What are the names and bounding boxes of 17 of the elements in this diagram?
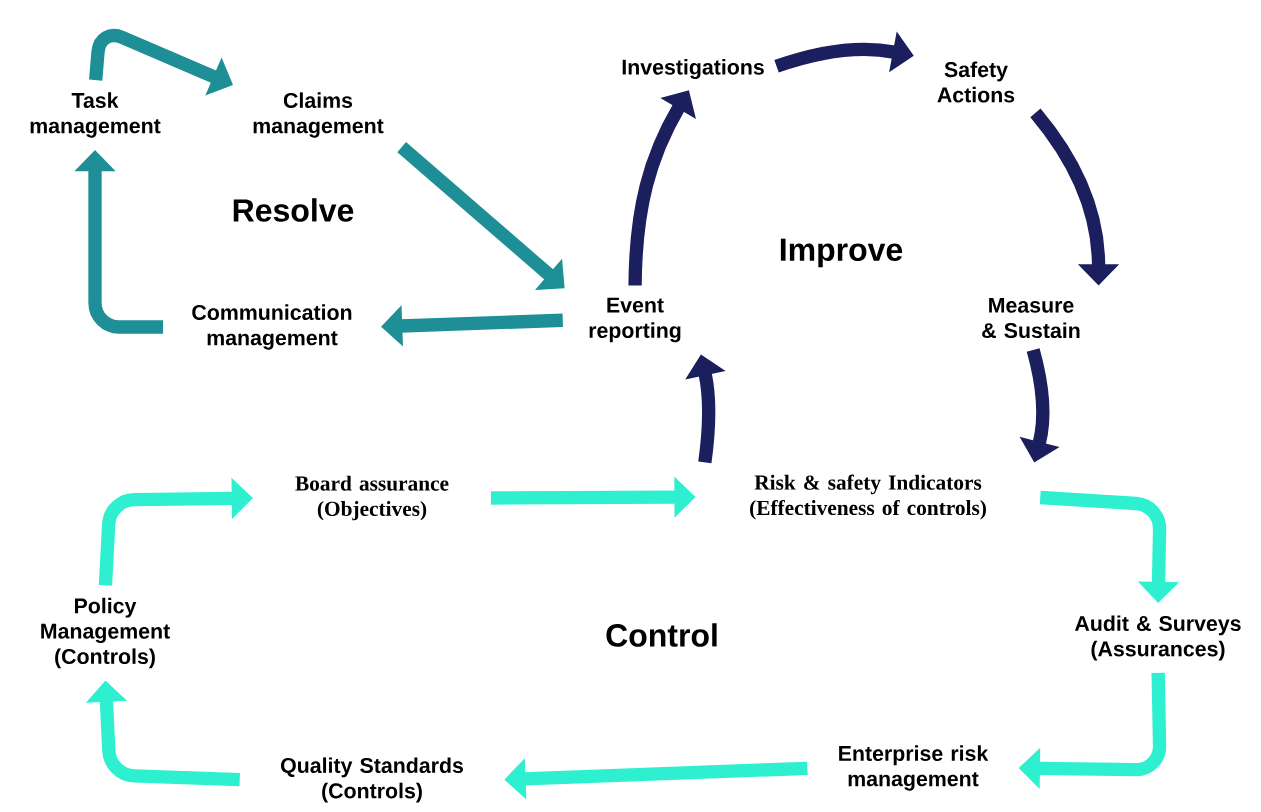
node-text: Safety Actions	[937, 61, 1015, 103]
node-text: Board assurance (Objectives)	[295, 475, 449, 521]
node-text: Policy Management (Controls)	[41, 597, 170, 669]
node-text: Task management	[30, 92, 161, 138]
node-text: Investigations	[622, 59, 764, 79]
section-label: Improve	[780, 238, 903, 268]
node-text: Claims management	[253, 92, 384, 138]
node-text: Quality Standards (Controls)	[281, 757, 463, 803]
node-text: Enterprise risk management	[839, 745, 989, 791]
node-text: Event reporting	[589, 297, 681, 343]
node-text: Risk & safety Indicators (Effectiveness of controls)	[750, 474, 986, 520]
node-text: Communication management	[192, 304, 352, 350]
section-label: Resolve	[233, 198, 354, 222]
arrow	[397, 142, 565, 290]
section-label: Control	[606, 623, 717, 647]
node-text: Measure & Sustain	[982, 297, 1080, 339]
node-text: Audit & Surveys (Assurances)	[1074, 615, 1241, 661]
